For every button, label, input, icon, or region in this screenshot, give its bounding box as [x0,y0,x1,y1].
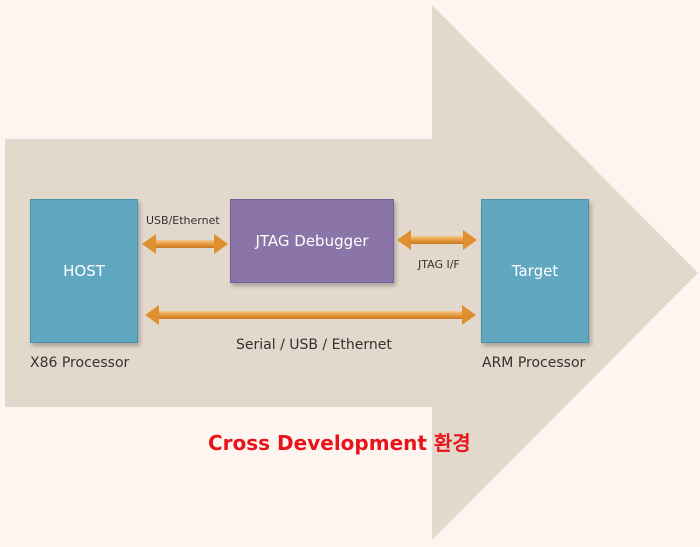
connector-host-target [145,305,476,325]
target-node: Target [481,199,589,343]
connector-host-jtag [142,234,228,254]
target-caption: ARM Processor [482,355,586,371]
host-node: HOST [30,199,138,343]
jtag-target-link-label: JTAG I/F [418,258,460,271]
host-node-label: HOST [63,262,105,280]
jtag-debugger-node-label: JTAG Debugger [255,232,369,250]
host-caption: X86 Processor [30,355,130,371]
connector-jtag-target [397,230,477,250]
diagram-title: Cross Development 환경 [208,431,471,455]
host-jtag-link-label: USB/Ethernet [146,214,220,227]
jtag-debugger-node: JTAG Debugger [230,199,394,283]
host-target-link-label: Serial / USB / Ethernet [236,337,392,353]
target-node-label: Target [511,262,559,280]
